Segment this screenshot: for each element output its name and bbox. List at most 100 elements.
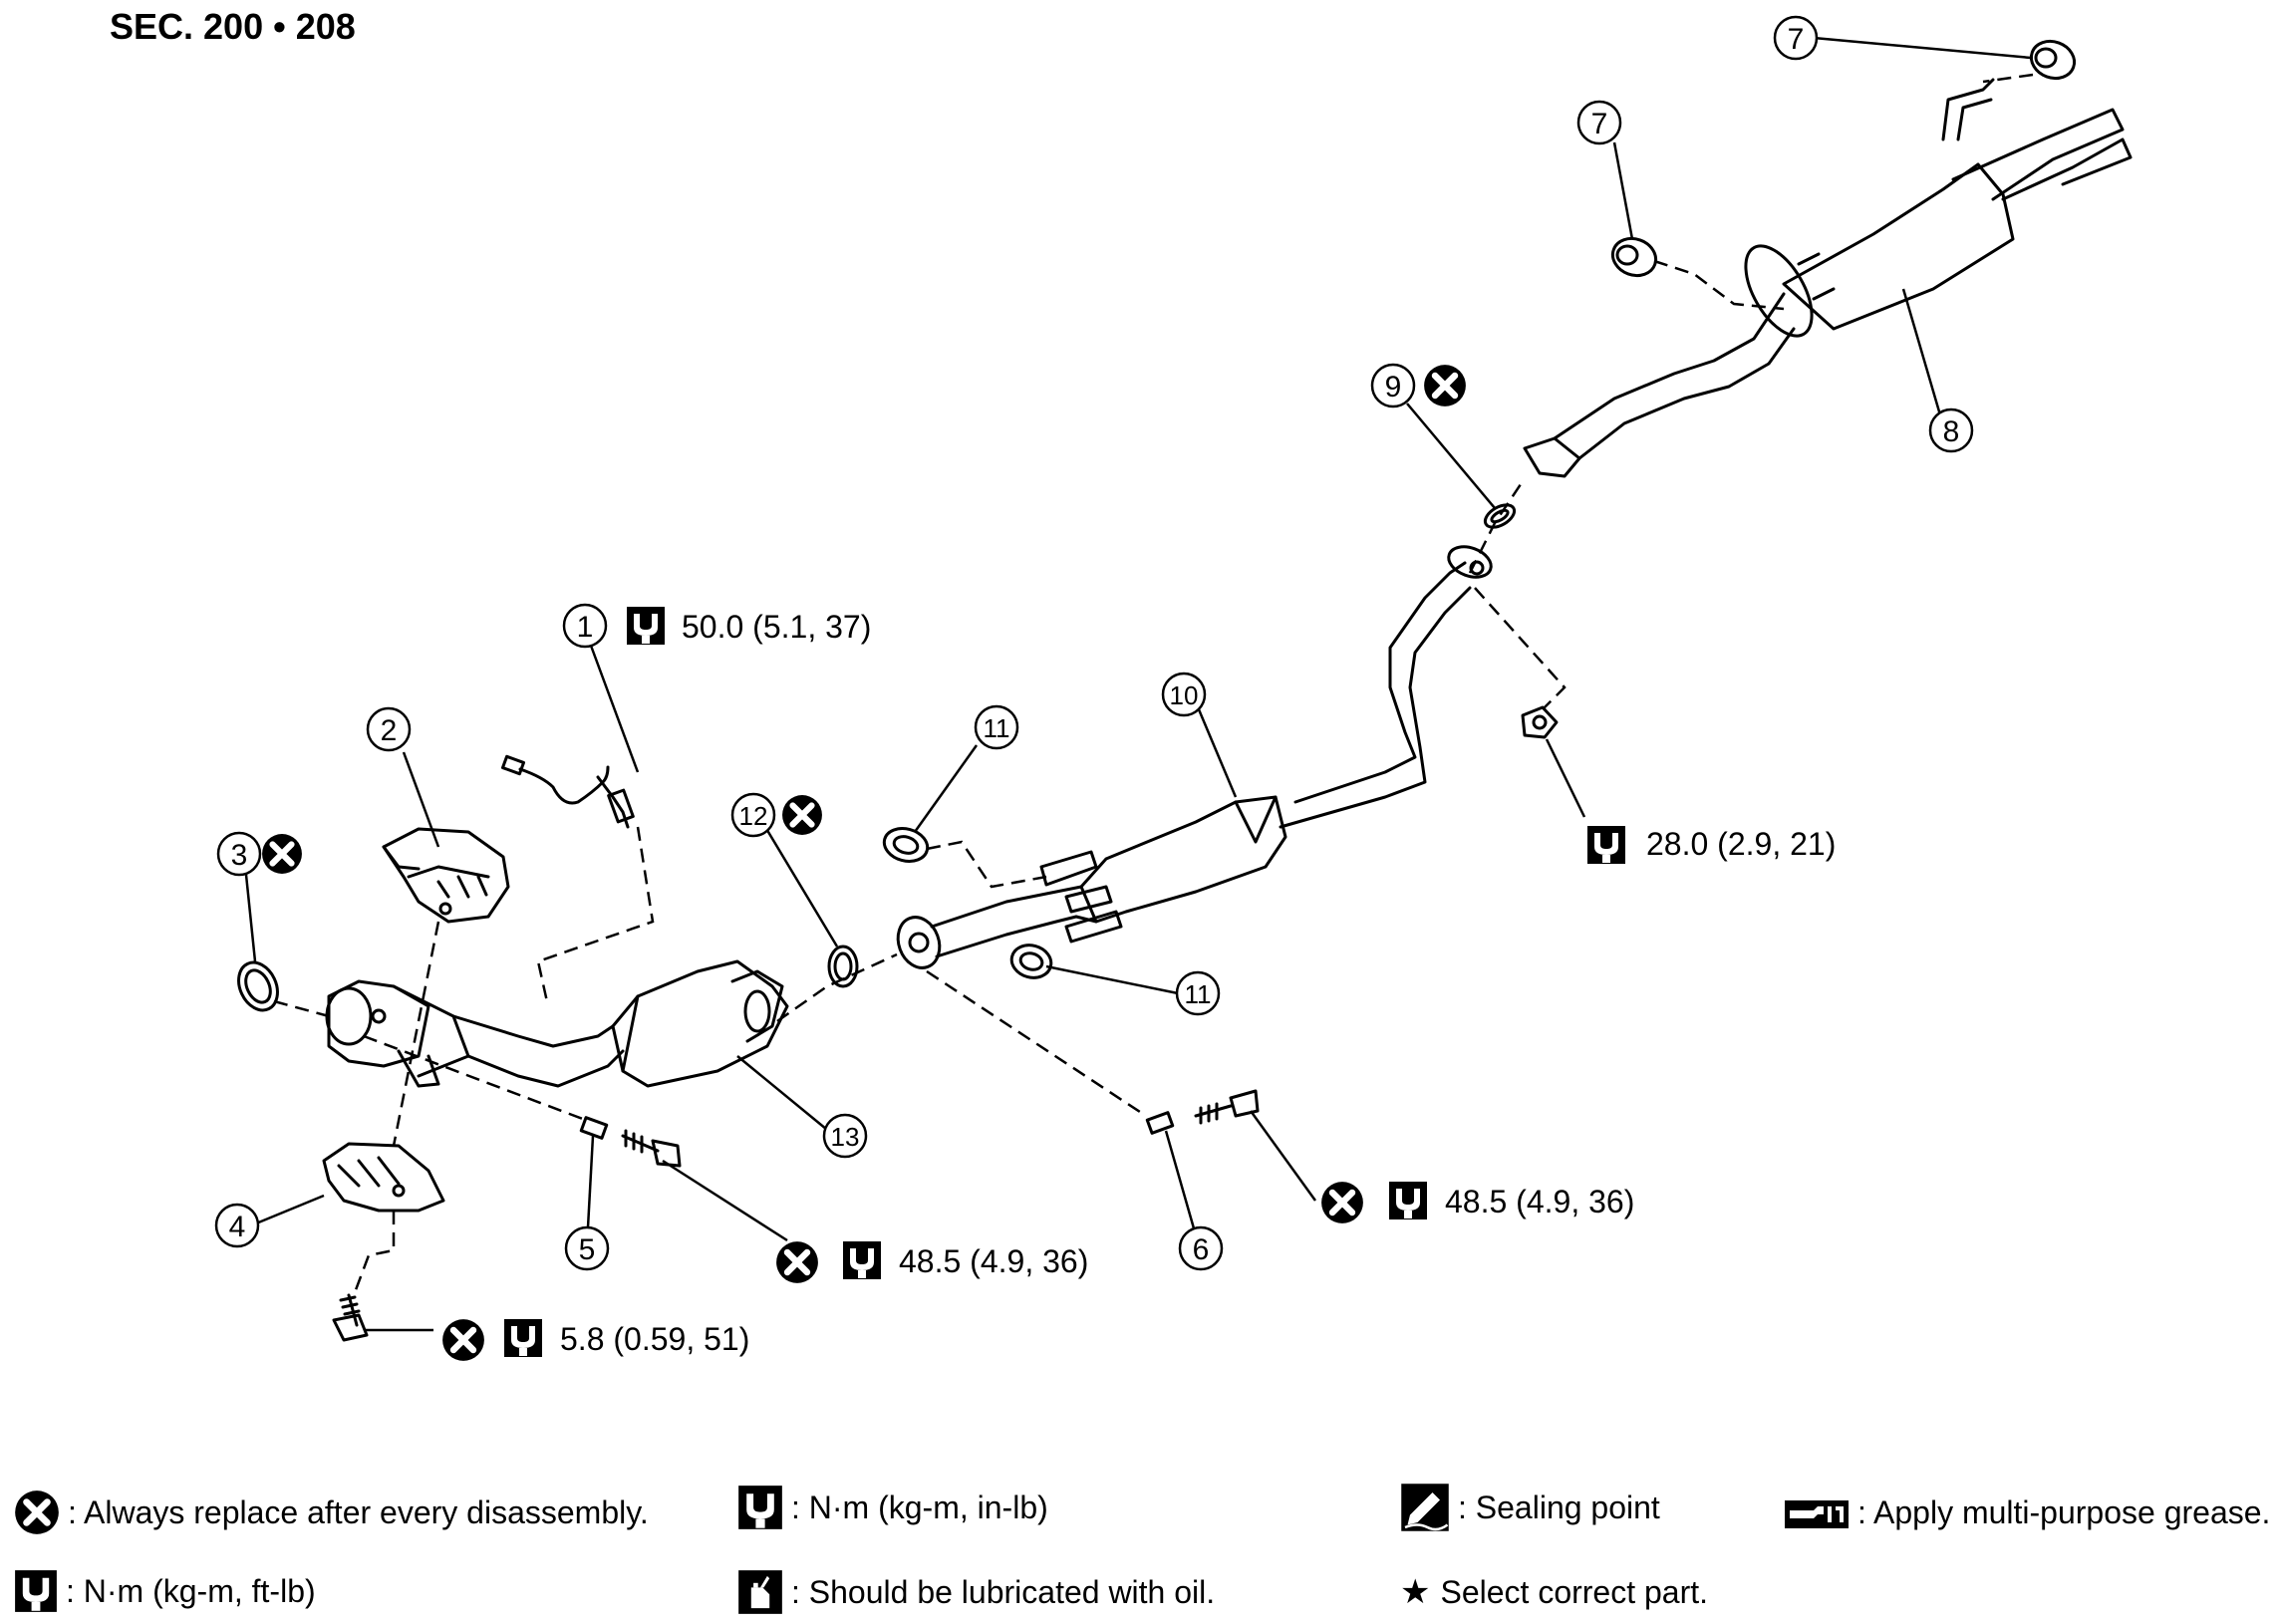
legend-nm-inlb-text: : N·m (kg-m, in-lb) xyxy=(791,1489,1048,1525)
torque-spec-bolt-right: 48.5 (4.9, 36) xyxy=(1321,1182,1634,1223)
svg-text:11: 11 xyxy=(1185,979,1212,1009)
svg-text:1: 1 xyxy=(577,611,594,644)
torque-spec-small: 5.8 (0.59, 51) xyxy=(442,1319,749,1361)
flange-nut xyxy=(1521,705,1559,739)
dash-heat-shield xyxy=(392,921,440,1147)
callout-1: 1 xyxy=(562,603,608,649)
dash-mount-11a xyxy=(926,840,1047,889)
callout-7a: 7 xyxy=(1773,15,1819,61)
wrench-icon xyxy=(1587,826,1625,864)
rubber-mount-11b xyxy=(1009,944,1053,979)
ring-gasket-9 xyxy=(1483,503,1517,529)
oxygen-sensor xyxy=(500,754,635,829)
wrench-icon xyxy=(843,1241,881,1279)
leader-11a xyxy=(913,744,979,833)
leader-bolt-6 xyxy=(1249,1110,1317,1202)
small-bolt xyxy=(332,1293,369,1342)
legend-nm-ftlb-text: : N·m (kg-m, ft-lb) xyxy=(66,1572,316,1609)
dash-gasket-3 xyxy=(273,999,330,1018)
svg-text:11: 11 xyxy=(984,713,1010,743)
svg-text:10: 10 xyxy=(1170,680,1199,710)
wrench-icon xyxy=(504,1319,542,1357)
leader-nut xyxy=(1545,738,1586,818)
dash-insulator-7b xyxy=(1653,259,1785,311)
dash-nut xyxy=(1474,587,1567,710)
x-circle-icon xyxy=(1424,365,1466,406)
leader-4 xyxy=(255,1194,325,1225)
svg-text:7: 7 xyxy=(1591,108,1608,140)
star-icon: ★ xyxy=(1400,1573,1431,1611)
leader-13 xyxy=(736,1055,833,1135)
legend-oil-text: : Should be lubricated with oil. xyxy=(791,1573,1216,1610)
callout-10: 10 xyxy=(1161,672,1207,717)
x-circle-icon xyxy=(1321,1182,1363,1223)
legend-select: ★ Select correct part. xyxy=(1400,1572,1708,1612)
callout-5: 5 xyxy=(564,1225,610,1271)
torque-spec-bolt-center: 48.5 (4.9, 36) xyxy=(776,1241,1088,1283)
insulator-7b xyxy=(1610,236,1658,278)
legend-replace: : Always replace after every disassembly… xyxy=(14,1489,649,1535)
leader-7a xyxy=(1813,36,2032,60)
leader-11b xyxy=(1045,964,1179,995)
svg-text:5: 5 xyxy=(579,1233,596,1266)
leader-10 xyxy=(1194,701,1238,798)
svg-text:2: 2 xyxy=(381,714,398,747)
callout-9: 9 xyxy=(1370,363,1416,408)
torque-spec-nut: 28.0 (2.9, 21) xyxy=(1587,826,1836,864)
x-circle-icon xyxy=(442,1319,484,1361)
dash-insulator-7a xyxy=(1982,73,2034,84)
legend-grease-text: : Apply multi-purpose grease. xyxy=(1857,1494,2271,1530)
legend-nm-ftlb: : N·m (kg-m, ft-lb) xyxy=(14,1569,316,1613)
callout-7b: 7 xyxy=(1576,100,1622,145)
leader-3 xyxy=(244,874,257,962)
insulator-7a xyxy=(2029,39,2077,81)
legend-sealing: : Sealing point xyxy=(1400,1483,1660,1532)
lower-heat-shield xyxy=(322,1142,445,1213)
dash-stud-6 xyxy=(926,969,1147,1118)
legend-select-text: Select correct part. xyxy=(1440,1573,1709,1610)
wrench-icon xyxy=(1389,1182,1427,1219)
callout-11a: 11 xyxy=(974,704,1019,750)
dash-stud-5 xyxy=(363,1034,589,1123)
svg-text:12: 12 xyxy=(739,801,768,831)
legend-sealing-text: : Sealing point xyxy=(1458,1489,1660,1525)
callout-13: 13 xyxy=(822,1113,868,1159)
svg-text:9: 9 xyxy=(1385,371,1402,404)
svg-text:48.5 (4.9, 36): 48.5 (4.9, 36) xyxy=(899,1243,1088,1279)
svg-text:8: 8 xyxy=(1943,415,1960,448)
dash-pipe-join xyxy=(776,952,898,1023)
svg-text:50.0 (5.1, 37): 50.0 (5.1, 37) xyxy=(682,609,871,645)
svg-text:28.0 (2.9, 21): 28.0 (2.9, 21) xyxy=(1646,826,1836,862)
leader-6 xyxy=(1164,1130,1198,1236)
stud-bolt-6 xyxy=(1145,1089,1260,1135)
wrench-icon xyxy=(15,1570,57,1612)
section-title: SEC. 200 • 208 xyxy=(110,6,356,47)
callout-3: 3 xyxy=(216,831,262,877)
leader-12 xyxy=(763,826,839,947)
leader-9 xyxy=(1406,403,1496,509)
svg-text:48.5 (4.9, 36): 48.5 (4.9, 36) xyxy=(1445,1184,1634,1219)
leader-2 xyxy=(402,751,440,848)
sealing-point-icon xyxy=(1401,1484,1449,1531)
legend-grease: : Apply multi-purpose grease. xyxy=(1784,1494,2270,1531)
svg-text:3: 3 xyxy=(231,839,248,872)
callout-11b: 11 xyxy=(1175,970,1221,1016)
callout-6: 6 xyxy=(1178,1225,1224,1271)
x-circle-icon xyxy=(776,1241,818,1283)
callout-4: 4 xyxy=(214,1203,260,1248)
callout-2: 2 xyxy=(366,706,412,752)
svg-text:5.8 (0.59, 51): 5.8 (0.59, 51) xyxy=(560,1321,749,1357)
x-circle-icon xyxy=(15,1490,59,1534)
rubber-mount-11a xyxy=(882,827,930,863)
main-muffler xyxy=(1523,78,2133,478)
svg-text:4: 4 xyxy=(229,1211,246,1243)
callout-12: 12 xyxy=(730,792,776,838)
center-muffler xyxy=(896,545,1493,969)
torque-spec-1: 50.0 (5.1, 37) xyxy=(627,607,871,645)
front-pipe-catalyst xyxy=(325,959,789,1088)
leader-8 xyxy=(1901,288,1943,419)
dash-gasket-9 xyxy=(1468,477,1527,574)
gasket-3 xyxy=(237,960,279,1012)
leader-bolt-5 xyxy=(662,1159,788,1242)
